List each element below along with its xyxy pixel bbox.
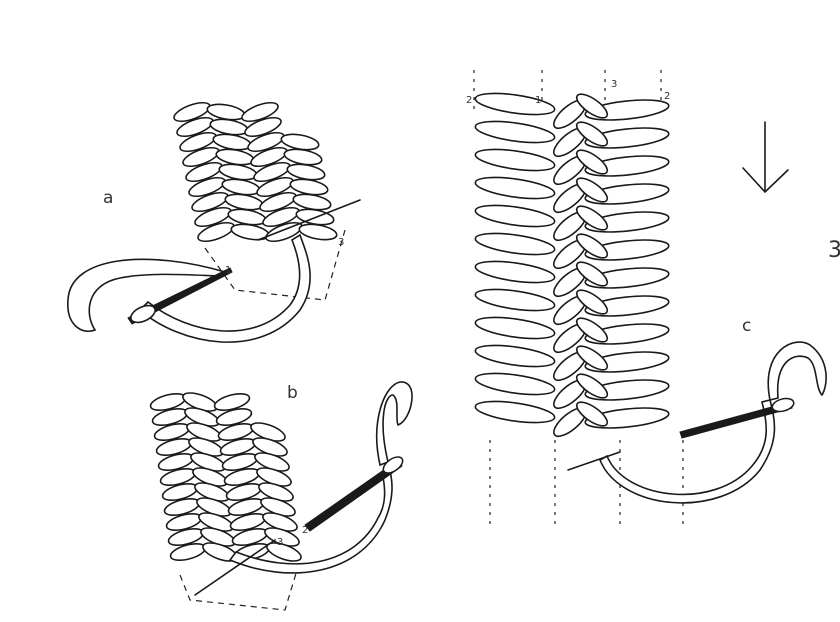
step-number-3-panel-b: 3	[277, 538, 283, 548]
stitch-c-left	[474, 370, 556, 399]
step-number-2-left: 2	[466, 96, 472, 106]
stitch-c-left	[474, 118, 556, 147]
panel-c-stitch-illustration	[474, 70, 826, 530]
step-number-3-upper: 3	[611, 80, 617, 90]
edge-mark: 3	[828, 240, 840, 262]
step-number-2-panel-b: 2	[302, 526, 308, 536]
panel-c-thread-hook	[768, 342, 826, 400]
stitch-c-left	[474, 202, 556, 231]
stitch-c-left	[474, 174, 556, 203]
step-number-3-panel-a: 3	[338, 238, 344, 248]
stitch-c-left	[474, 314, 556, 343]
stitch-a	[298, 222, 338, 242]
stitch-c-left	[474, 398, 556, 427]
step-number-1-panel-a: 1	[225, 266, 231, 276]
stitch-c-left	[474, 230, 556, 259]
panel-b-stitch-illustration	[149, 382, 412, 610]
down-arrow-icon	[743, 122, 788, 192]
stitch-c-left	[474, 146, 556, 175]
stitch-c-left	[474, 286, 556, 315]
panel-label-b: b	[287, 385, 298, 402]
panel-label-c: c	[742, 318, 751, 335]
step-number-2-right: 2	[664, 92, 670, 102]
stitch-c-left	[474, 342, 556, 371]
panel-a-stitch-illustration	[68, 99, 360, 342]
stitch-c-left	[474, 90, 556, 119]
stitch-c-left	[474, 258, 556, 287]
panel-a-stitches	[172, 99, 338, 245]
panel-a-thread-tail	[140, 235, 310, 342]
panel-c-herringbone-stitches	[474, 90, 670, 441]
step-number-1-upper: 1	[535, 96, 541, 106]
panel-label-a: a	[103, 190, 113, 207]
panel-b-thread-hook	[377, 382, 412, 465]
